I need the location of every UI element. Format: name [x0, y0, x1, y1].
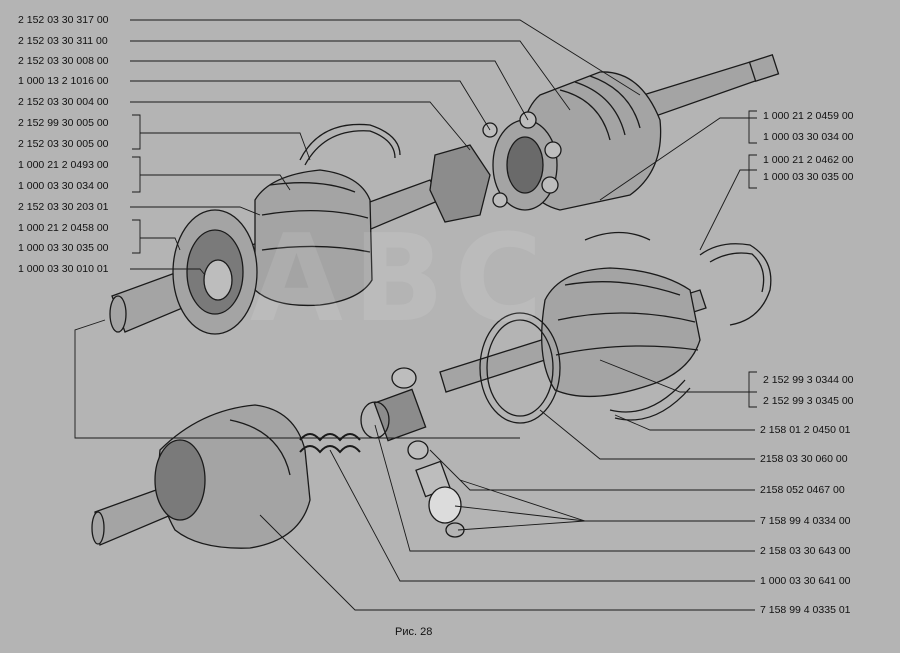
part-label: 2 152 99 3 0344 00 [763, 374, 854, 386]
leader-line [140, 237, 181, 251]
part-label: 2158 03 30 060 00 [760, 453, 848, 465]
tripod-spider [373, 367, 429, 460]
bracket [748, 371, 757, 408]
part-label: 1 000 21 2 0462 00 [763, 154, 854, 166]
leader-line [130, 206, 261, 216]
leader-line [614, 414, 755, 431]
part-label: 1 000 03 30 010 01 [18, 263, 109, 275]
part-label: 2 152 03 30 311 00 [18, 35, 108, 47]
part-label: 2 152 03 30 203 01 [18, 201, 109, 213]
leader-line [130, 80, 491, 131]
leader-line [539, 409, 755, 460]
part-label: 2 158 01 2 0450 01 [760, 424, 851, 436]
part-label: 1 000 13 2 1016 00 [18, 75, 109, 87]
watermark: ABC [250, 210, 553, 349]
part-label: 1 000 03 30 035 00 [763, 171, 854, 183]
part-label: 1 000 21 2 0458 00 [18, 222, 109, 234]
figure-caption: Рис. 28 [395, 626, 433, 638]
leader-line [599, 359, 757, 393]
leader-line [599, 117, 757, 201]
leader-line [457, 520, 586, 531]
leader-line [130, 40, 571, 111]
boot-clamp-lower-right [609, 379, 691, 421]
roller [428, 486, 462, 524]
part-label: 2 152 03 30 004 00 [18, 96, 109, 108]
part-label: 1 000 03 30 034 00 [18, 180, 109, 192]
leader-line [329, 449, 755, 582]
inner-race [429, 144, 491, 223]
bracket [132, 156, 141, 193]
retaining-ring-middle [479, 312, 561, 424]
left-housing-ring [172, 209, 258, 335]
part-label: 2 152 03 30 008 00 [18, 55, 109, 67]
tripod-housing [154, 404, 311, 549]
part-label: 7 158 99 4 0334 00 [760, 515, 851, 527]
part-label: 1 000 03 30 034 00 [763, 131, 854, 143]
leader-line [74, 319, 520, 439]
leader-line [130, 19, 641, 96]
leader-line [130, 101, 471, 151]
spring [299, 433, 361, 454]
bracket [748, 154, 757, 189]
upper-splined-stub [639, 53, 780, 119]
boot-clamp-upper-right [584, 231, 772, 326]
leader-line [459, 479, 755, 522]
leader-line [130, 60, 529, 121]
part-label: 2 152 99 3 0345 00 [763, 395, 854, 407]
bracket [132, 114, 141, 150]
bracket [748, 110, 757, 144]
large-boot-left [254, 169, 373, 307]
leader-line [140, 174, 291, 191]
part-label: 7 158 99 4 0335 01 [760, 604, 851, 616]
part-label: 1 000 03 30 641 00 [760, 575, 851, 587]
part-label: 1 000 21 2 0493 00 [18, 159, 109, 171]
part-label: 2 158 03 30 643 00 [760, 545, 851, 557]
leader-line [130, 268, 206, 276]
leader-line [259, 514, 755, 611]
leader-line [140, 132, 311, 161]
outer-joint-cage [492, 119, 558, 211]
part-label: 2158 052 0467 00 [760, 484, 845, 496]
bracket [132, 219, 141, 254]
part-label: 1 000 21 2 0459 00 [763, 110, 854, 122]
leader-line [429, 449, 755, 491]
leader-line [454, 505, 586, 522]
leader-line [374, 424, 755, 552]
tripod-boot [541, 267, 701, 398]
leader-line [699, 169, 757, 251]
part-label: 2 152 03 30 005 00 [18, 138, 109, 150]
part-label: 2 152 03 30 317 00 [18, 14, 109, 26]
part-label: 1 000 03 30 035 00 [18, 242, 109, 254]
part-label: 2 152 99 30 005 00 [18, 117, 109, 129]
boot-clamp-ring-upper [299, 123, 401, 166]
